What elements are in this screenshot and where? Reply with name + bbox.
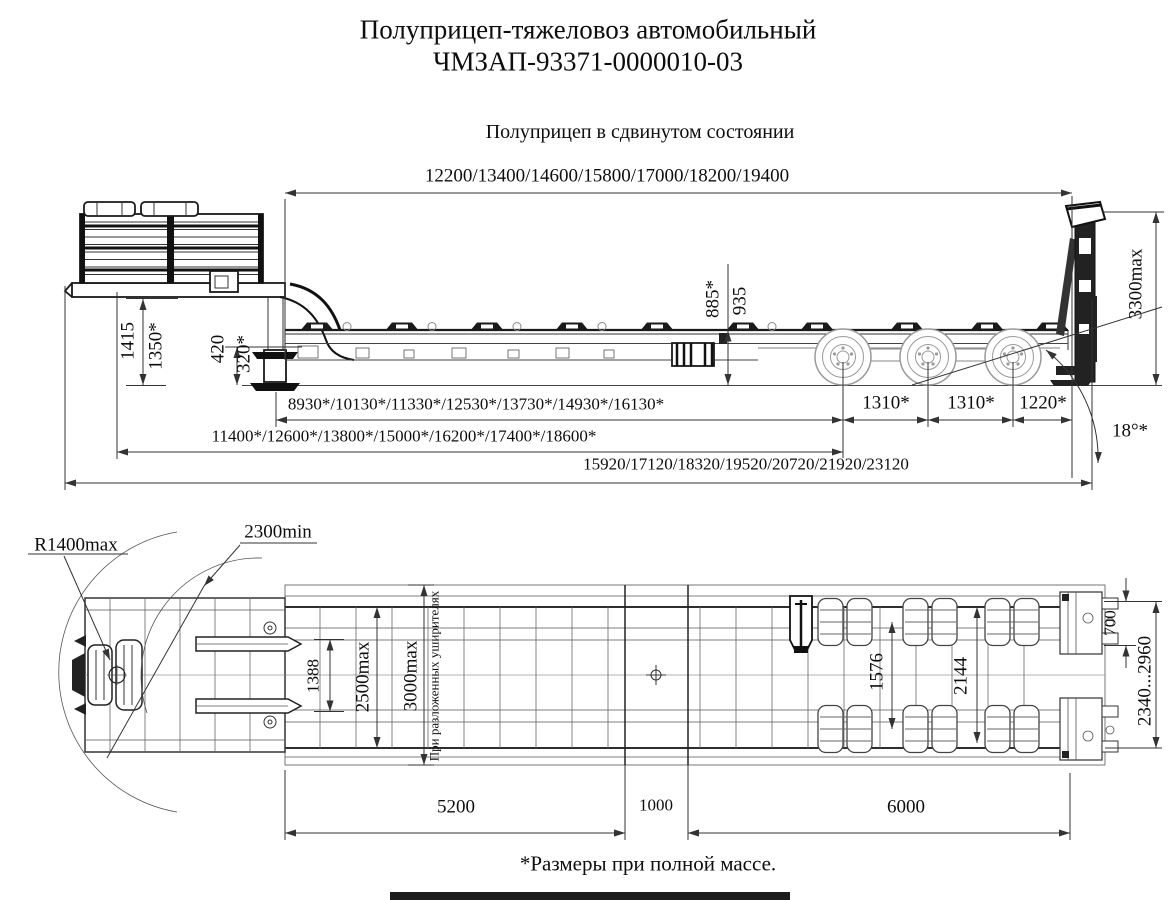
dim-deck-height-loaded: 885*: [702, 280, 724, 318]
dim-inner-wheel-track: 1576: [866, 653, 888, 691]
drawing-title-line1: Полуприцеп-тяжеловоз автомобильный: [359, 14, 817, 45]
dim-gooseneck-clearance-loaded: 320*: [233, 335, 255, 373]
dim-axle-spacing-1: 1310*: [862, 392, 910, 414]
tie-rings: [342, 322, 777, 331]
dim-gooseneck-clearance: 420: [207, 334, 229, 364]
tire-treads: [820, 609, 1038, 742]
dim-insert-section: 1000: [639, 795, 673, 815]
dim-ramp-height: 3300max: [1125, 248, 1147, 320]
bottom-bar: [390, 892, 790, 900]
footnote: *Размеры при полной массе.: [519, 851, 777, 876]
view-subtitle: Полуприцеп в сдвинутом состоянии: [485, 121, 795, 143]
dim-base-lengths: 8930*/10130*/11330*/12530*/13730*/14930*…: [287, 394, 665, 414]
dim-coupling-height: 1415: [117, 322, 139, 360]
dim-ramp-track: 1388: [303, 659, 323, 693]
dim-front-clearance: 2300min: [244, 521, 312, 543]
dim-swing-radius: R1400max: [34, 534, 118, 556]
dim-rear-axle-to-ramp: 1220*: [1019, 392, 1067, 414]
cleat-slots: [311, 324, 1058, 329]
dim-front-section: 5200: [437, 796, 475, 818]
dim-platform-length: 12200/13400/14600/15800/17000/18200/1940…: [424, 165, 790, 187]
rear-ramp-folded: [1050, 200, 1107, 386]
dim-overall-lengths: 15920/17120/18320/19520/20720/21920/2312…: [583, 454, 909, 474]
dim-deck-height: 935: [729, 286, 751, 316]
dim-deck-width: 2500max: [352, 641, 374, 713]
drawing-title-line2: ЧМЗАП-93371-0000010-03: [432, 46, 744, 77]
dim-adjustable-width: 2340...2960: [1134, 635, 1156, 727]
rear-end-beams: [1059, 591, 1119, 761]
underframe: [297, 345, 615, 359]
top-view-drawing: [28, 531, 1162, 840]
side-view-drawing: [63, 189, 1164, 490]
widener-note: При разложенных уширителях: [426, 590, 442, 762]
dim-bracket-width: 700: [1100, 610, 1120, 636]
dim-outer-wheel-track: 2144: [950, 657, 972, 695]
dim-rear-section: 6000: [887, 796, 925, 818]
dim-frame-lengths: 11400*/12600*/13800*/15000*/16200*/17400…: [211, 426, 597, 446]
dim-ramp-angle: 18°*: [1111, 420, 1149, 442]
dim-widened-width: 3000max: [400, 640, 422, 712]
dim-axle-spacing-2: 1310*: [947, 392, 995, 414]
wheels-side: [814, 328, 1042, 386]
dim-coupling-height-loaded: 1350*: [145, 322, 167, 370]
